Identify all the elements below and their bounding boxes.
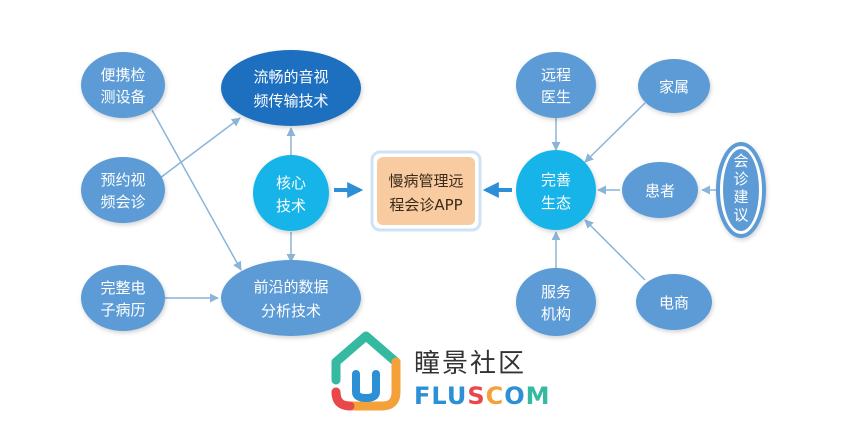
connector-portable-to-data <box>151 109 242 271</box>
logo-en-part-5: M <box>526 382 551 410</box>
node-eco-line1: 完善 <box>541 171 571 189</box>
node-family-label: 家属 <box>659 78 689 96</box>
node-service: 服务 机构 <box>516 268 596 336</box>
node-appointment-line1: 预约视 <box>100 171 145 189</box>
node-portable-line1: 便携检 <box>100 66 145 84</box>
node-portable: 便携检 测设备 <box>81 52 165 118</box>
node-emr-line1: 完整电 <box>100 279 145 297</box>
house-logo-icon <box>331 331 401 411</box>
node-core-line1: 核心 <box>276 174 306 192</box>
connector-ecommerce-to-eco <box>584 219 646 281</box>
node-appointment-line2: 频会诊 <box>100 193 145 211</box>
logo-name-en: FLUSCOM <box>414 382 551 410</box>
node-center-line1: 慢病管理远 <box>388 172 463 190</box>
node-doctor-line2: 医生 <box>541 88 571 106</box>
logo-en-part-2: S <box>467 382 485 410</box>
node-appointment: 预约视 频会诊 <box>81 157 165 223</box>
logo-name-cn: 瞳景社区 <box>414 349 526 379</box>
node-core-line2: 技术 <box>276 197 306 215</box>
node-doctor-line1: 远程 <box>541 66 571 84</box>
node-center-line2: 程会诊APP <box>389 196 462 214</box>
node-data-line1: 前沿的数据 <box>253 278 328 296</box>
node-patient: 患者 <box>622 162 698 218</box>
node-emr-line2: 子病历 <box>100 301 145 319</box>
node-eco: 完善 生态 <box>516 150 596 230</box>
connectors <box>151 102 716 303</box>
logo: 瞳景社区 FLUSCOM <box>331 331 551 411</box>
connector-appointment-to-av <box>159 117 241 179</box>
node-center: 慢病管理远 程会诊APP <box>370 150 482 232</box>
node-av: 流畅的音视 频传输技术 <box>221 50 361 126</box>
node-advice-char1: 会 <box>733 152 748 170</box>
node-av-line1: 流畅的音视 <box>253 68 328 86</box>
node-portable-line2: 测设备 <box>100 88 145 106</box>
node-data: 前沿的数据 分析技术 <box>221 260 361 336</box>
node-service-line2: 机构 <box>541 305 571 323</box>
node-doctor: 远程 医生 <box>516 52 596 118</box>
node-eco-line2: 生态 <box>541 194 571 212</box>
node-patient-label: 患者 <box>645 182 675 200</box>
connector-family-to-eco <box>584 102 646 163</box>
node-data-line2: 分析技术 <box>261 302 321 320</box>
node-advice-char2: 诊 <box>733 170 748 188</box>
node-ecommerce: 电商 <box>636 274 712 330</box>
node-advice: 会 诊 建 议 <box>716 142 766 238</box>
node-family: 家属 <box>638 59 710 113</box>
node-advice-char3: 建 <box>733 188 748 206</box>
node-core: 核心 技术 <box>253 155 329 231</box>
node-ecommerce-label: 电商 <box>659 294 689 312</box>
node-advice-char4: 议 <box>733 206 748 224</box>
logo-en-part-4: O <box>504 382 525 410</box>
node-av-line2: 频传输技术 <box>253 92 328 110</box>
logo-en-part-3: C <box>486 382 505 410</box>
node-emr: 完整电 子病历 <box>81 265 165 331</box>
logo-en-part-1: FLU <box>414 382 467 410</box>
node-service-line1: 服务 <box>541 283 571 301</box>
